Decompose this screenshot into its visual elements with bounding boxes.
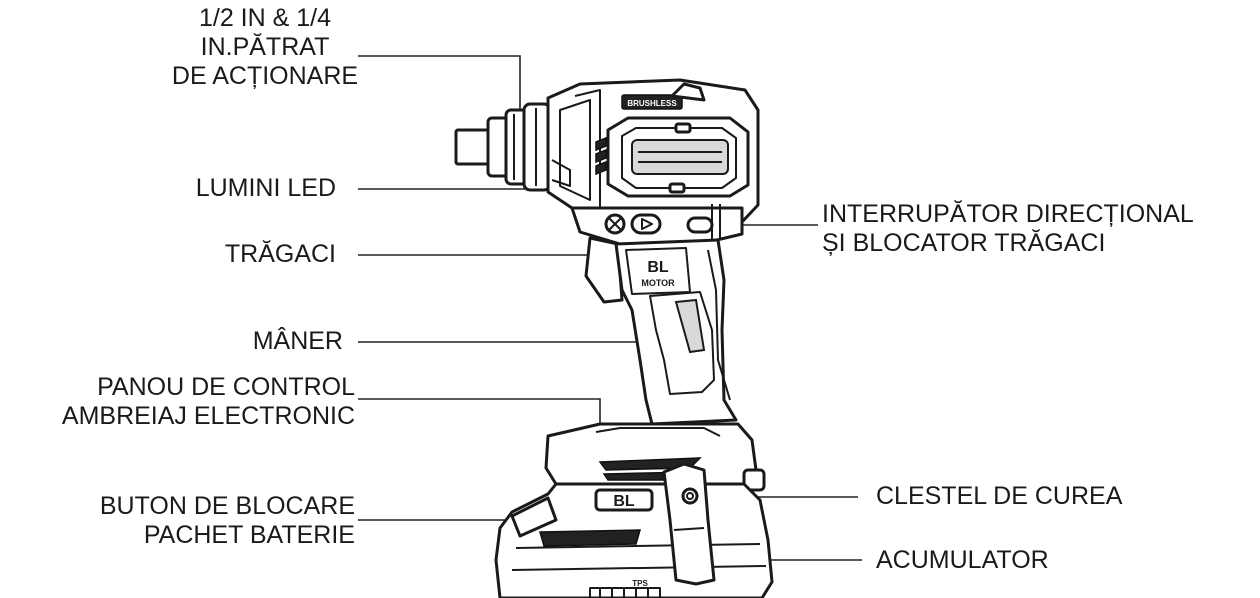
- label-panel-line-1: PANOU DE CONTROL: [97, 373, 355, 401]
- label-drive-line-1: 1/2 IN & 1/4: [198, 4, 332, 32]
- motor-badge-motor: MOTOR: [641, 278, 675, 288]
- drive-anvil: [454, 102, 552, 192]
- brand-badge: BRUSHLESS: [627, 99, 677, 108]
- battery-model-text: TPS: [632, 579, 648, 588]
- base-foot: [544, 422, 766, 492]
- label-handle-line-1: MÂNER: [252, 327, 343, 355]
- trigger: [584, 236, 624, 304]
- switch-collar: [570, 204, 744, 246]
- label-lock-button-line-1: BUTON DE BLOCARE: [99, 492, 355, 520]
- label-battery: ACUMULATOR: [876, 546, 1176, 575]
- label-switch: INTERRUPĂTOR DIRECȚIONAL ȘI BLOCATOR TRĂ…: [822, 200, 1257, 258]
- label-lock-button-line-2: PACHET BATERIE: [143, 521, 355, 549]
- tool-head: BRUSHLESS: [546, 78, 760, 224]
- label-belt-clip-line-1: CLESTEL DE CUREA: [876, 482, 1123, 510]
- label-panel-line-2: AMBREIAJ ELECTRONIC: [61, 402, 355, 430]
- belt-clip: [662, 462, 716, 586]
- label-trigger: TRĂGACI: [100, 240, 336, 269]
- battery-pack: BL TPS: [494, 482, 774, 598]
- leader-drive: [358, 55, 521, 132]
- label-switch-line-1: INTERRUPĂTOR DIRECȚIONAL: [822, 200, 1194, 228]
- label-battery-line-1: ACUMULATOR: [876, 546, 1049, 574]
- leader-lines: [358, 55, 862, 561]
- leader-panel: [358, 398, 601, 432]
- label-drive: 1/2 IN & 1/4 IN.PĂTRAT DE ACȚIONARE: [165, 4, 365, 91]
- label-panel: PANOU DE CONTROL AMBREIAJ ELECTRONIC: [10, 373, 355, 431]
- label-drive-line-3: DE ACȚIONARE: [171, 62, 359, 90]
- handle-grip: BL MOTOR: [614, 238, 738, 426]
- label-led-line-1: LUMINI LED: [195, 174, 336, 202]
- label-drive-line-2: IN.PĂTRAT: [200, 33, 330, 61]
- label-trigger-line-1: TRĂGACI: [224, 240, 336, 268]
- label-belt-clip: CLESTEL DE CUREA: [876, 482, 1176, 511]
- label-lock-button: BUTON DE BLOCARE PACHET BATERIE: [20, 492, 355, 550]
- label-handle: MÂNER: [100, 327, 343, 356]
- battery-badge-bl: BL: [613, 493, 635, 510]
- label-led: LUMINI LED: [100, 174, 336, 203]
- label-switch-line-2: ȘI BLOCATOR TRĂGACI: [822, 229, 1106, 257]
- motor-badge-bl: BL: [647, 259, 669, 276]
